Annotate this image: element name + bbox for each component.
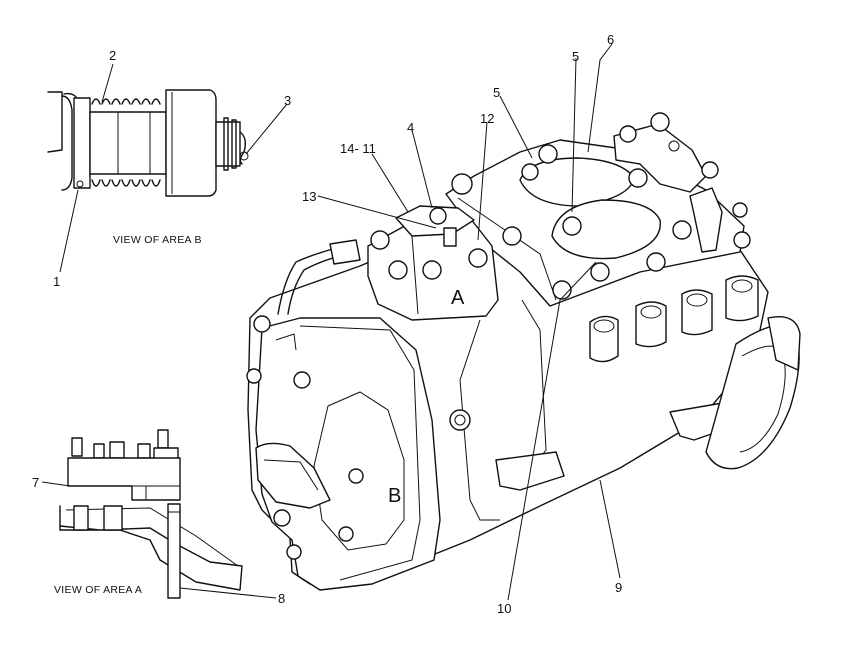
governor-bolts — [370, 207, 488, 280]
housing-b-bolts — [246, 315, 471, 560]
callout-13: 13 — [302, 189, 316, 204]
caption-view-of-area-b: VIEW OF AREA B — [113, 234, 202, 246]
callout-12: 12 — [480, 111, 494, 126]
callout-1: 1 — [53, 274, 60, 289]
caption-view-of-area-a: VIEW OF AREA A — [54, 584, 142, 596]
area-label-b: B — [388, 485, 401, 507]
callout-9: 9 — [615, 580, 622, 595]
callout-5-left: 5 — [493, 85, 500, 100]
spring — [91, 98, 161, 187]
callout-7: 7 — [32, 475, 39, 490]
area-label-a: A — [451, 287, 465, 309]
callout-5-right: 5 — [572, 49, 579, 64]
cover-bolts — [451, 112, 751, 300]
callout-labels: 1 2 3 4 5 5 6 7 8 9 10 12 13 14- 11 — [32, 32, 622, 616]
callout-14-11: 14- 11 — [340, 141, 376, 156]
area-b-detail — [47, 89, 249, 197]
callout-2: 2 — [109, 48, 116, 63]
area-a-detail — [59, 429, 243, 599]
injection-pump-assembly — [246, 112, 801, 591]
callout-10: 10 — [497, 601, 511, 616]
delivery-valve-outlets — [589, 275, 759, 363]
callout-3: 3 — [284, 93, 291, 108]
callout-4: 4 — [407, 120, 414, 135]
callout-8: 8 — [278, 591, 285, 606]
callout-6: 6 — [607, 32, 614, 47]
